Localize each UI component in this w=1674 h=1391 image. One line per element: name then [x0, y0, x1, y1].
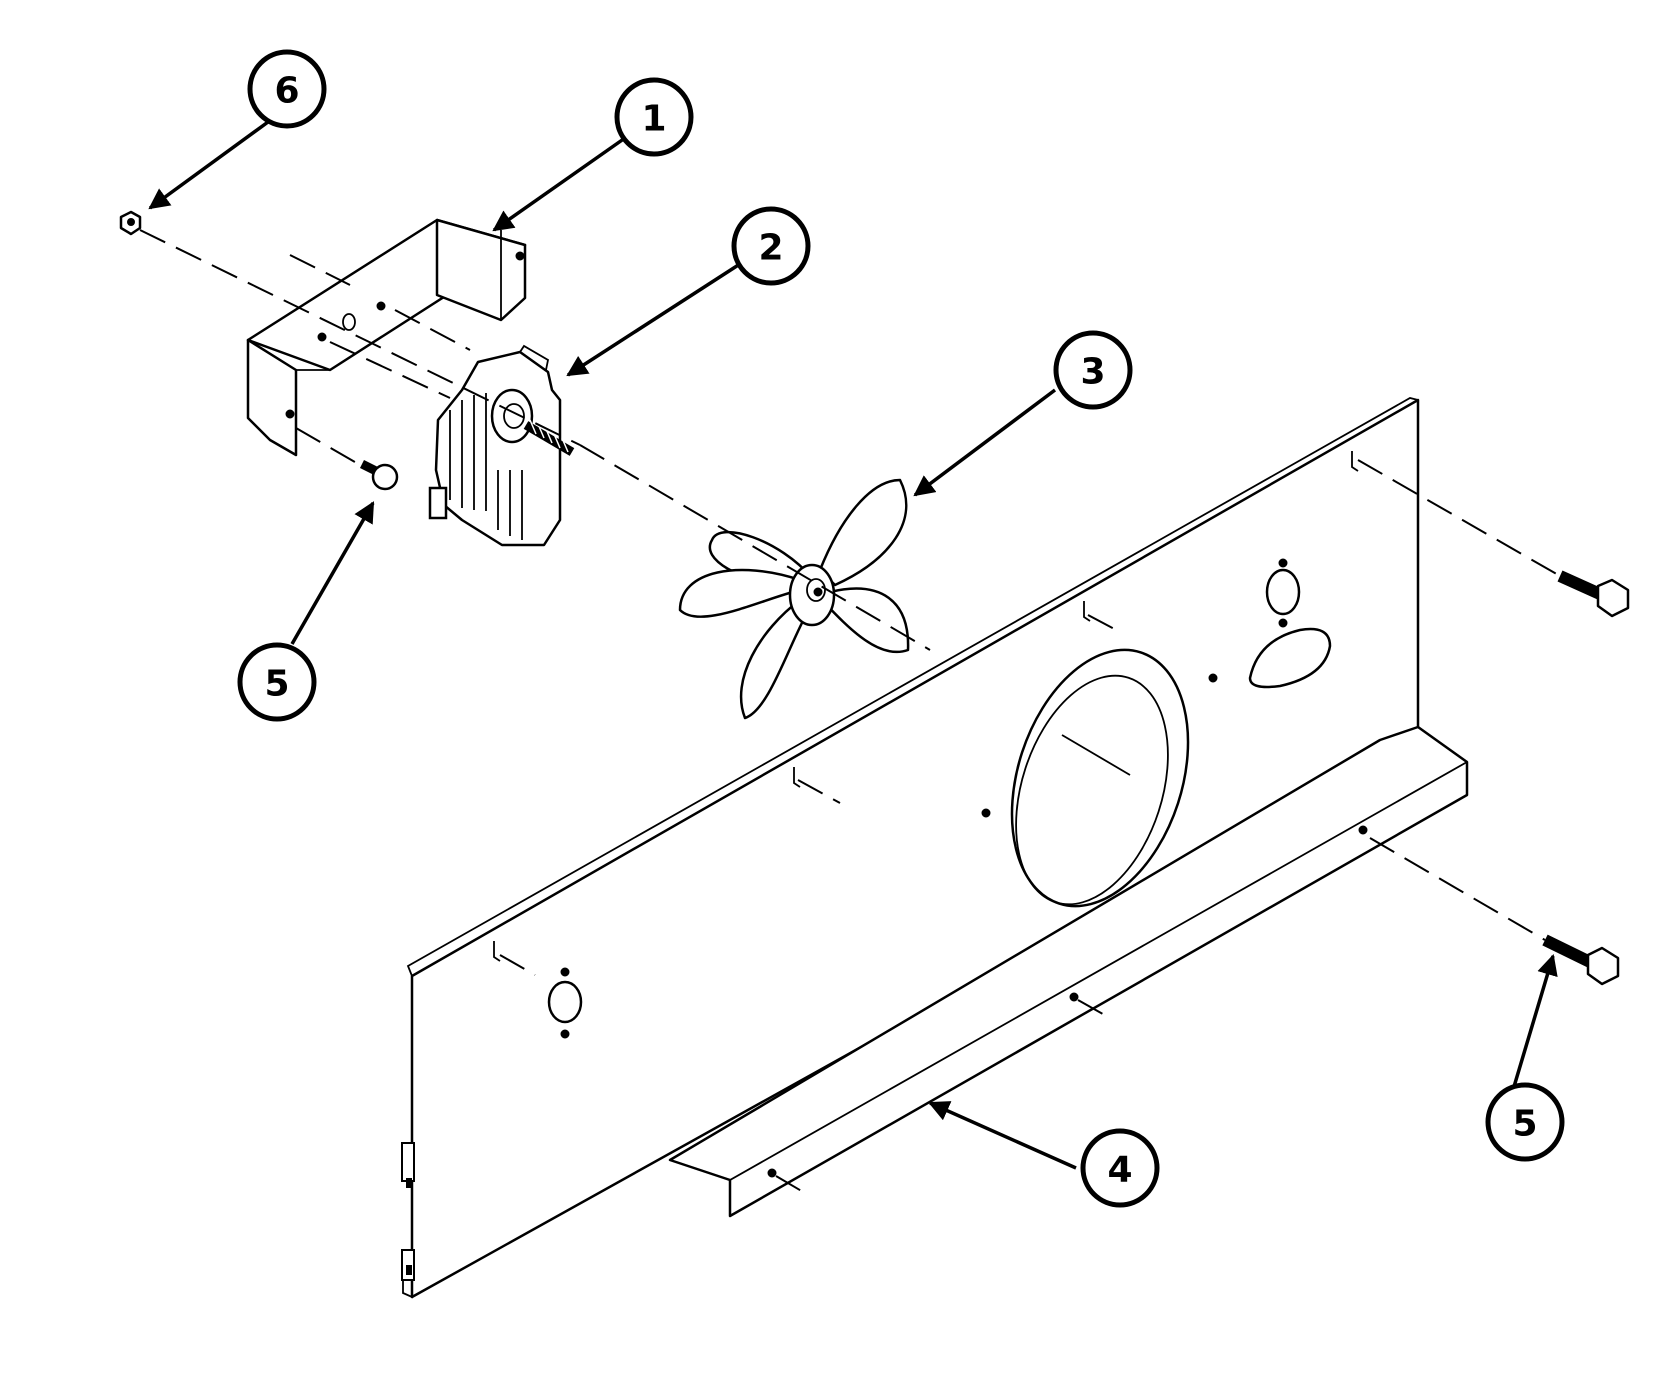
back-panel	[401, 397, 1469, 1299]
panel-holes-right	[1248, 558, 1332, 689]
callout-5-left: 5	[237, 642, 317, 722]
fan-motor	[428, 344, 575, 547]
callout-5-right: 5	[1485, 1082, 1565, 1162]
fan-blade	[678, 478, 910, 720]
callout-label: 3	[1080, 352, 1105, 393]
slot	[493, 451, 1359, 962]
screw-bracket	[359, 459, 399, 491]
callout-1: 1	[614, 77, 694, 157]
fan-shroud-ring	[981, 648, 1218, 908]
callout-label: 5	[1512, 1104, 1537, 1145]
callout-label: 2	[758, 228, 783, 269]
callout-6: 6	[247, 49, 327, 129]
callout-3: 3	[1053, 330, 1133, 410]
nut	[119, 210, 142, 236]
callout-4: 4	[1080, 1128, 1160, 1208]
callout-label: 1	[641, 99, 666, 140]
motor-bracket	[246, 218, 527, 457]
callout-2: 2	[731, 206, 811, 286]
screw-panel-bottom	[1542, 934, 1620, 986]
screw-panel-top	[1557, 570, 1630, 618]
assembly-lines	[139, 229, 1561, 1197]
callout-label: 6	[274, 71, 299, 112]
callout-label: 5	[264, 664, 289, 705]
leader-lines	[148, 120, 1558, 1170]
panel-holes-left	[547, 967, 583, 1039]
callout-label: 4	[1107, 1150, 1132, 1191]
